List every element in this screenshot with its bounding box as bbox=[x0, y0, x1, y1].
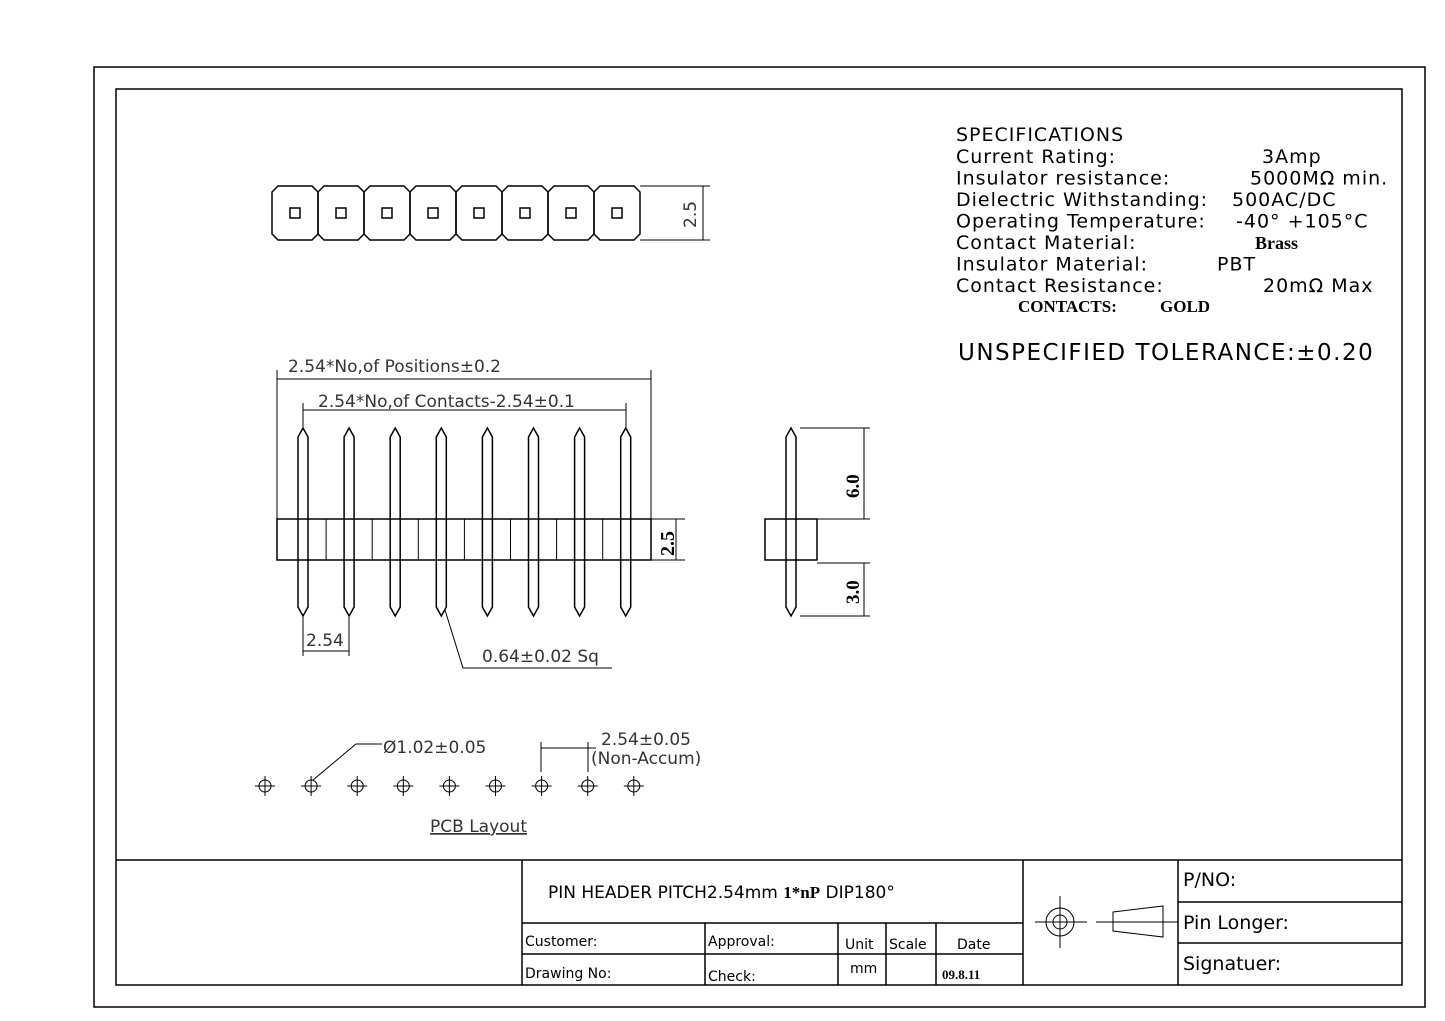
title-bold: 1*nP bbox=[783, 883, 820, 902]
contacts-length-dimension: 2.54*No,of Contacts-2.54±0.1 bbox=[302, 392, 627, 428]
pin bbox=[435, 426, 448, 618]
spec-value: 3Amp bbox=[1262, 146, 1322, 168]
pcb-hole bbox=[393, 776, 414, 796]
inner-border bbox=[115, 88, 1403, 986]
pcb-hole bbox=[577, 776, 598, 796]
spec-label: Current Rating: bbox=[956, 146, 1116, 168]
spec-label: Contact Material: bbox=[956, 232, 1137, 254]
approval-label: Approval: bbox=[708, 934, 775, 950]
top-pin-square bbox=[473, 207, 485, 219]
pitch-label: 2.54 bbox=[306, 631, 344, 651]
spec-value: 5000MΩ min. bbox=[1250, 168, 1388, 190]
spec-value: 20mΩ Max bbox=[1263, 275, 1374, 297]
top-cell bbox=[501, 185, 549, 241]
top-cell bbox=[593, 185, 641, 241]
pitch-dimension: 2.54 bbox=[302, 616, 350, 656]
pin bbox=[297, 426, 309, 618]
date-label: Date bbox=[957, 937, 990, 953]
pcb-hole bbox=[439, 776, 460, 796]
top-pin-square bbox=[335, 207, 347, 219]
pcb-layout-title: PCB Layout bbox=[430, 817, 527, 837]
pcb-hole bbox=[623, 776, 644, 796]
top-pin-square bbox=[427, 207, 439, 219]
pcb-hole bbox=[301, 776, 322, 796]
title-suffix: DIP180° bbox=[826, 883, 895, 903]
housing-height-dimension: 2.5 bbox=[651, 518, 685, 561]
front-pins bbox=[297, 426, 632, 618]
spec-value: -40° +105°C bbox=[1236, 211, 1369, 233]
tolerance-note: UNSPECIFIED TOLERANCE:±0.20 bbox=[958, 340, 1374, 366]
pin bbox=[573, 426, 586, 618]
contacts-label: CONTACTS: bbox=[1018, 297, 1117, 316]
unit-value: mm bbox=[850, 961, 877, 977]
top-height-dimension: 2.5 bbox=[640, 185, 710, 241]
top-cell bbox=[409, 185, 457, 241]
housing-height-label: 2.5 bbox=[657, 531, 679, 556]
pn-label: P/NO: bbox=[1183, 869, 1236, 891]
customer-label: Customer: bbox=[525, 934, 597, 950]
spec-label: Insulator Material: bbox=[956, 254, 1148, 276]
unit-label: Unit bbox=[845, 937, 874, 953]
date-value: 09.8.11 bbox=[942, 967, 980, 982]
top-view bbox=[271, 185, 641, 241]
drawing-no-label: Drawing No: bbox=[525, 966, 611, 982]
side-view: 6.0 3.0 bbox=[764, 426, 870, 618]
top-pin-square bbox=[381, 207, 393, 219]
contacts-length-label: 2.54*No,of Contacts-2.54±0.1 bbox=[318, 392, 575, 412]
overall-length-dimension: 2.54*No,of Positions±0.2 bbox=[276, 357, 652, 519]
drawing-title: PIN HEADER PITCH2.54mm 1*nP DIP180° bbox=[548, 883, 895, 903]
top-pin-square bbox=[289, 207, 301, 219]
spec-title: SPECIFICATIONS bbox=[956, 124, 1124, 146]
overall-length-label: 2.54*No,of Positions±0.2 bbox=[288, 357, 501, 377]
upper-pin-label: 6.0 bbox=[843, 474, 864, 498]
pin bbox=[343, 426, 355, 618]
pcb-hole bbox=[485, 776, 506, 796]
pin bbox=[527, 426, 540, 618]
pcb-hole bbox=[531, 776, 552, 796]
title-main: PIN HEADER PITCH2.54mm bbox=[548, 883, 778, 903]
lower-pin-label: 3.0 bbox=[843, 580, 864, 604]
pcb-pitch-note: (Non-Accum) bbox=[591, 749, 701, 769]
pin bbox=[389, 426, 401, 618]
hole-dimension: Ø1.02±0.05 bbox=[312, 738, 486, 781]
pin bbox=[619, 426, 632, 618]
top-pin-square bbox=[565, 207, 577, 219]
pin-size-dimension: 0.64±0.02 Sq bbox=[444, 609, 612, 669]
spec-label: Insulator resistance: bbox=[956, 168, 1170, 190]
outer-border bbox=[93, 66, 1426, 1008]
top-cell bbox=[363, 185, 411, 241]
spec-label: Dielectric Withstanding: bbox=[956, 189, 1208, 211]
pin bbox=[481, 426, 494, 618]
spec-label: Operating Temperature: bbox=[956, 211, 1206, 233]
title-block bbox=[116, 859, 1402, 985]
pcb-hole bbox=[347, 776, 368, 796]
pin-longer-label: Pin Longer: bbox=[1183, 912, 1289, 934]
top-cell bbox=[547, 185, 595, 241]
pcb-hole bbox=[255, 776, 275, 796]
pcb-pitch-label: 2.54±0.05 bbox=[601, 730, 691, 750]
top-cell bbox=[271, 185, 319, 241]
top-cell bbox=[455, 185, 503, 241]
specifications-block: SPECIFICATIONS Current Rating: 3AmpInsula… bbox=[956, 124, 1388, 366]
spec-value: Brass bbox=[1255, 233, 1298, 253]
top-pin-square bbox=[519, 207, 531, 219]
spec-label: Contact Resistance: bbox=[956, 275, 1164, 297]
hole-label: Ø1.02±0.05 bbox=[383, 738, 486, 758]
spec-value: PBT bbox=[1217, 254, 1256, 276]
top-pin-square bbox=[611, 207, 623, 219]
check-label: Check: bbox=[708, 969, 756, 985]
pin-size-label: 0.64±0.02 Sq bbox=[482, 647, 599, 667]
spec-value: 500AC/DC bbox=[1232, 189, 1337, 211]
scale-label: Scale bbox=[889, 937, 927, 953]
pcb-pitch-dimension: 2.54±0.05 (Non-Accum) bbox=[540, 730, 701, 772]
top-height-label: 2.5 bbox=[681, 201, 701, 228]
contacts-value: GOLD bbox=[1160, 297, 1210, 316]
top-cell bbox=[317, 185, 365, 241]
pcb-holes bbox=[255, 776, 644, 796]
signature-label: Signatuer: bbox=[1183, 953, 1281, 975]
projection-symbol-icon bbox=[1035, 896, 1178, 948]
